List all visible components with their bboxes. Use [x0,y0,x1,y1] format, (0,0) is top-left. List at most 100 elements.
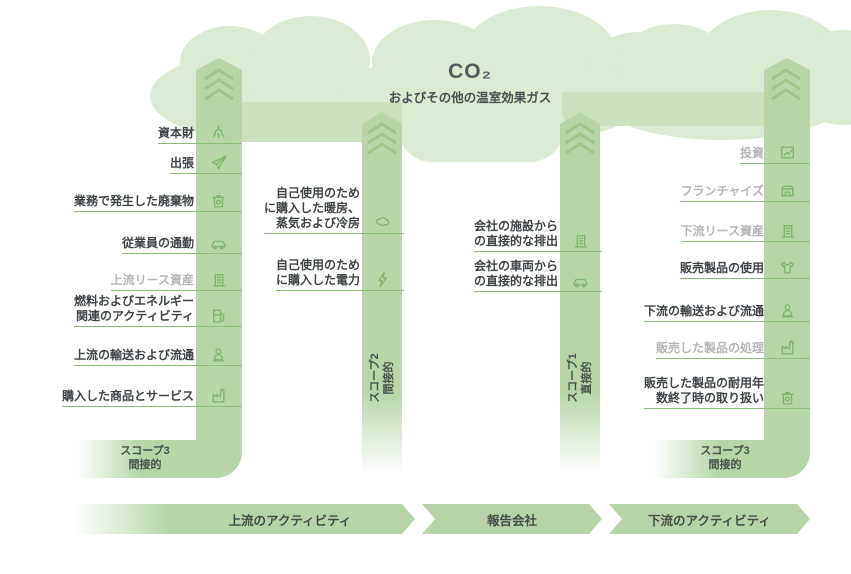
item-icon-slot [764,259,810,276]
item-icon-slot [194,307,242,324]
item-icon-slot [194,124,242,141]
emission-item-inner: 販売製品の使用 [679,259,810,279]
emission-item: 購入した商品とサービス [52,387,242,407]
item-label: 会社の車両から の直接的な排出 [473,259,558,288]
emission-item-inner: 販売した製品の処理 [655,339,810,359]
cloud [398,100,564,162]
emission-item-inner: 下流の輸送および流通 [643,302,810,322]
building-icon [574,235,587,248]
axis-reporting-company: 報告会社 [422,504,602,534]
item-label: 従業員の通勤 [121,236,194,250]
co2-title: CO₂ [448,60,492,83]
up-chevrons-icon [367,122,397,155]
item-label: 上流リース資産 [110,273,194,287]
item-icon-slot [764,339,810,356]
emission-item: 自己使用のため に購入した電力 [244,258,404,291]
scope-label-scope2: スコープ2 間接的 [369,353,395,403]
emission-item: 会社の施設から の直接的な排出 [442,219,602,252]
emission-item: 出張 [52,154,242,174]
emission-item-inner: 会社の車両から の直接的な排出 [473,259,602,292]
trash-icon [781,392,793,405]
pillar-scope2 [362,112,402,472]
emission-item-inner: フランチャイズ [680,182,810,202]
item-label: 投資 [739,146,764,160]
emission-item: 下流の輸送および流通 [620,302,810,322]
delivery-icon [781,304,793,318]
car-icon [210,240,226,250]
item-label: 下流の輸送および流通 [643,304,764,318]
building-icon [212,274,225,287]
emission-item-inner: 業務で発生した廃棄物 [73,192,242,212]
item-icon-slot [558,232,602,249]
item-label: 資本財 [157,126,194,140]
emission-item-inner: 自己使用のため に購入した暖房、 蒸気および冷房 [263,186,404,234]
emission-item-inner: 燃料およびエネルギー 関連のアクティビティ [73,294,242,327]
emission-item: 投資 [620,144,810,164]
emission-item-inner: 会社の施設から の直接的な排出 [473,219,602,252]
emission-item: 自己使用のため に購入した暖房、 蒸気および冷房 [244,186,404,234]
item-label: 会社の施設から の直接的な排出 [473,219,558,248]
emission-item: 業務で発生した廃棄物 [52,192,242,212]
emission-item: 上流リース資産 [52,271,242,291]
up-chevrons-icon [204,68,234,101]
emission-item: フランチャイズ [620,182,810,202]
axis-upstream-label: 上流のアクティビティ [228,513,352,528]
item-label: 業務で発生した廃棄物 [73,194,194,208]
car-icon [572,278,588,288]
emission-item-inner: 販売した製品の耐用年 数終了時の取り扱い [643,376,810,409]
item-label: 燃料およびエネルギー 関連のアクティビティ [73,294,194,323]
item-label: 下流リース資産 [680,224,764,238]
factory-icon [781,340,793,355]
item-icon-slot [764,389,810,406]
factory-icon [212,388,224,403]
emission-item: 資本財 [52,124,242,144]
axis-upstream: 上流のアクティビティ [75,504,415,534]
pillar-scope1 [560,112,600,472]
steam-icon [375,216,389,227]
pillar-scope3-downstream [764,58,810,453]
tshirt-icon [780,261,794,274]
emission-item-inner: 上流の輸送および流通 [73,346,242,366]
item-label: 購入した商品とサービス [61,389,194,403]
emission-item-inner: 下流リース資産 [680,222,810,242]
trash-icon [212,195,224,208]
item-label: 販売した製品の処理 [655,341,764,355]
axis-reporting-company-label: 報告会社 [486,513,537,528]
item-label: 出張 [169,156,194,170]
item-icon-slot [764,302,810,319]
scope3-upstream-arm [78,440,242,478]
axis-downstream: 下流のアクティビティ [609,504,810,534]
item-icon-slot [194,387,242,404]
item-label: 自己使用のため に購入した電力 [275,258,360,287]
item-label: 自己使用のため に購入した暖房、 蒸気および冷房 [263,186,360,230]
emission-item: 販売した製品の処理 [620,339,810,359]
up-chevrons-icon [771,68,801,101]
emission-item: 下流リース資産 [620,222,810,242]
item-label: フランチャイズ [680,184,764,198]
scope-label-scope1: スコープ1 直接的 [567,353,593,403]
scope-label-scope3-downstream: スコープ3 間接的 [700,445,750,471]
emission-item-inner: 自己使用のため に購入した電力 [275,258,404,291]
scope-label-scope3-upstream: スコープ3 間接的 [120,445,170,471]
emission-item: 上流の輸送および流通 [52,346,242,366]
item-icon-slot [360,214,404,231]
emission-item: 会社の車両から の直接的な排出 [442,259,602,292]
emission-item-inner: 資本財 [157,124,242,144]
item-icon-slot [558,272,602,289]
bolt-icon [377,271,387,288]
delivery-icon [212,348,224,362]
crane-icon [212,125,224,139]
item-icon-slot [194,234,242,251]
item-label: 販売製品の使用 [679,261,764,275]
item-icon-slot [360,271,404,288]
up-chevrons-icon [565,122,595,155]
emission-item: 従業員の通勤 [52,234,242,254]
item-icon-slot [764,182,810,199]
item-icon-slot [194,192,242,209]
emission-item: 燃料およびエネルギー 関連のアクティビティ [52,294,242,327]
item-icon-slot [764,222,810,239]
fuel-icon [212,309,224,323]
emission-item-inner: 購入した商品とサービス [61,387,242,407]
scope3-downstream-arm [655,440,810,478]
